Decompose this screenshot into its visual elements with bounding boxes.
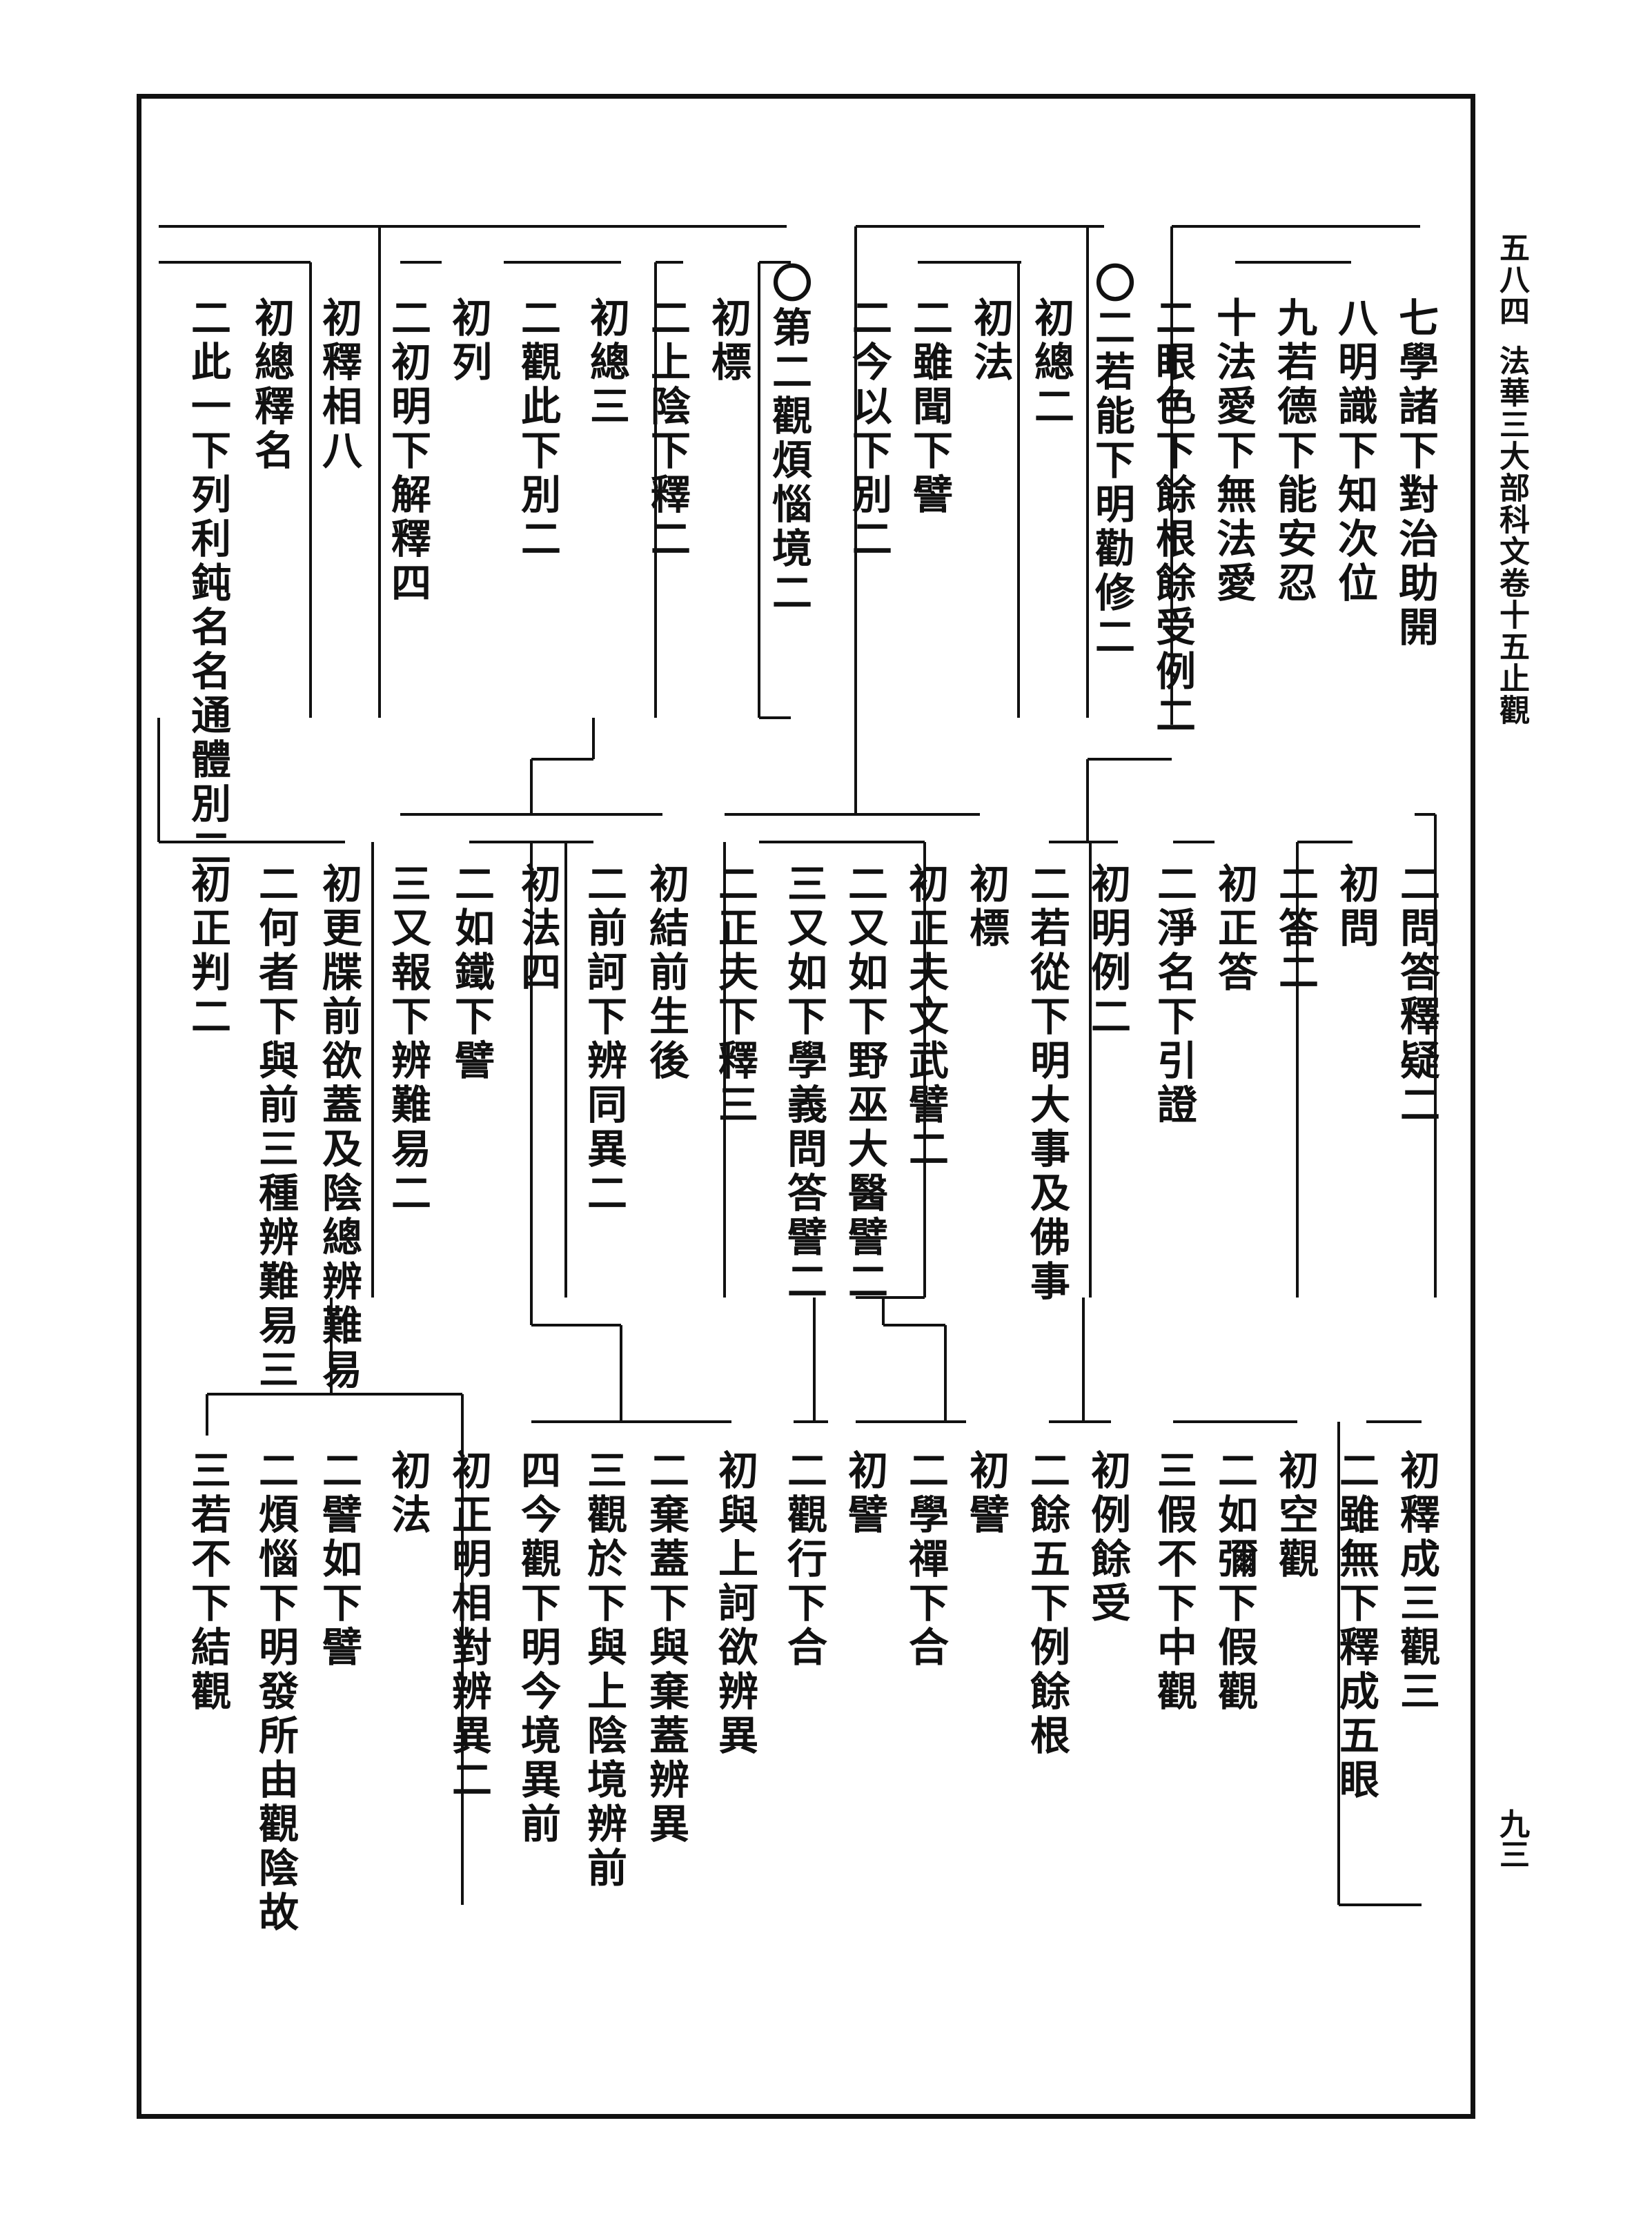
outline-entry: 初譬 [963,1449,1010,1538]
outline-entry: 初空觀 [1272,1449,1319,1582]
outline-entry: 四今觀下明今境異前 [514,1449,561,1847]
outline-entry: 三假不下中觀 [1150,1449,1197,1714]
outline-entry: 初列 [445,297,492,385]
outline-entry: 二雖無下釋成五眼 [1333,1449,1379,1803]
outline-entry: 初正判二 [184,863,231,1039]
outline-entry: 初譬 [841,1449,888,1538]
outline-entry: 初標 [705,297,751,385]
outline-entry: 二如彌下假觀 [1211,1449,1258,1714]
outline-entry: 〇二若能下明勸修二 [1088,262,1135,660]
outline-entry: 初釋成三觀三 [1393,1449,1440,1714]
outline-entry: 初總三 [583,297,630,429]
outline-entry: 〇第二觀煩惱境二 [765,262,812,616]
outline-entry: 初結前生後 [642,863,689,1084]
outline-entry: 二上陰下釋二 [644,297,691,562]
outline-entry: 二正夫下釋三 [711,863,758,1128]
outline-entry: 初正夫文武譬二 [902,863,949,1172]
outline-entry: 三若不下結觀 [184,1449,231,1714]
outline-entry: 八明識下知次位 [1331,297,1378,606]
outline-entry: 二眼色下餘根餘受例二 [1149,297,1196,738]
outline-entry: 初總釋名 [248,297,295,473]
outline-entry: 二棄蓋下與棄蓋辨異 [642,1449,689,1847]
outline-entry: 二煩惱下明發所由觀陰故 [252,1449,299,1935]
outline-entry: 二今以下別二 [845,297,892,562]
outline-entry: 十法愛下無法愛 [1210,297,1257,606]
outline-entry: 初明例二 [1084,863,1131,1039]
outline-entry: 初標 [963,863,1010,951]
outline-entry: 二何者下與前三種辨難易三 [252,863,299,1393]
outline-entry: 二問答釋疑二 [1393,863,1440,1128]
outline-entry: 初正明相對辨異二 [445,1449,492,1803]
outline-entry: 二此一下列利鈍名名通體別二 [184,297,231,871]
outline-entry: 初法四 [514,863,561,995]
outline-entry: 二觀行下合 [780,1449,827,1670]
outline-entry: 二初明下解釋四 [384,297,431,606]
outline-entry: 二前訶下辨同異二 [580,863,627,1216]
outline-entry: 三又報下辨難易二 [384,863,431,1216]
outline-entry: 三觀於下與上陰境辨前 [580,1449,627,1891]
outline-entry: 初更牒前欲蓋及陰總辨難易 [315,863,362,1393]
outline-entry: 二學禪下合 [902,1449,949,1670]
outline-entry: 初釋相八 [315,297,362,473]
outline-entry: 九若德下能安忍 [1270,297,1317,606]
page-number: 九三 [1494,1808,1529,1869]
outline-entry: 二答二 [1272,863,1319,995]
outline-entry: 初問 [1333,863,1379,951]
outline-entry: 七學諸下對治助開 [1392,297,1439,650]
outline-entry: 二雖聞下譬 [906,297,953,518]
outline-entry: 二譬如下譬 [315,1449,362,1670]
outline-entry: 二又如下野巫大醫譬二 [841,863,888,1304]
outline-entry: 二餘五下例餘根 [1023,1449,1070,1759]
outline-entry: 二觀此下別二 [514,297,561,562]
outline-entry: 初與上訶欲辨異 [711,1449,758,1759]
outline-entry: 初正答 [1211,863,1258,995]
outline-entry: 初法 [967,297,1014,385]
running-title: 法華三大部科文卷十五止觀 [1494,345,1529,726]
outline-entry: 初法 [384,1449,431,1538]
outline-entry: 初例餘受 [1084,1449,1131,1626]
outline-entry: 二淨名下引證 [1150,863,1197,1128]
page-frame [137,94,1475,2119]
outline-entry: 初總二 [1027,297,1074,429]
outline-entry: 三又如下學義問答譬二 [780,863,827,1304]
outline-entry: 二如鐵下譬 [448,863,495,1084]
page-label: 五八四 [1494,232,1529,327]
outline-entry: 二若從下明大事及佛事 [1023,863,1070,1304]
